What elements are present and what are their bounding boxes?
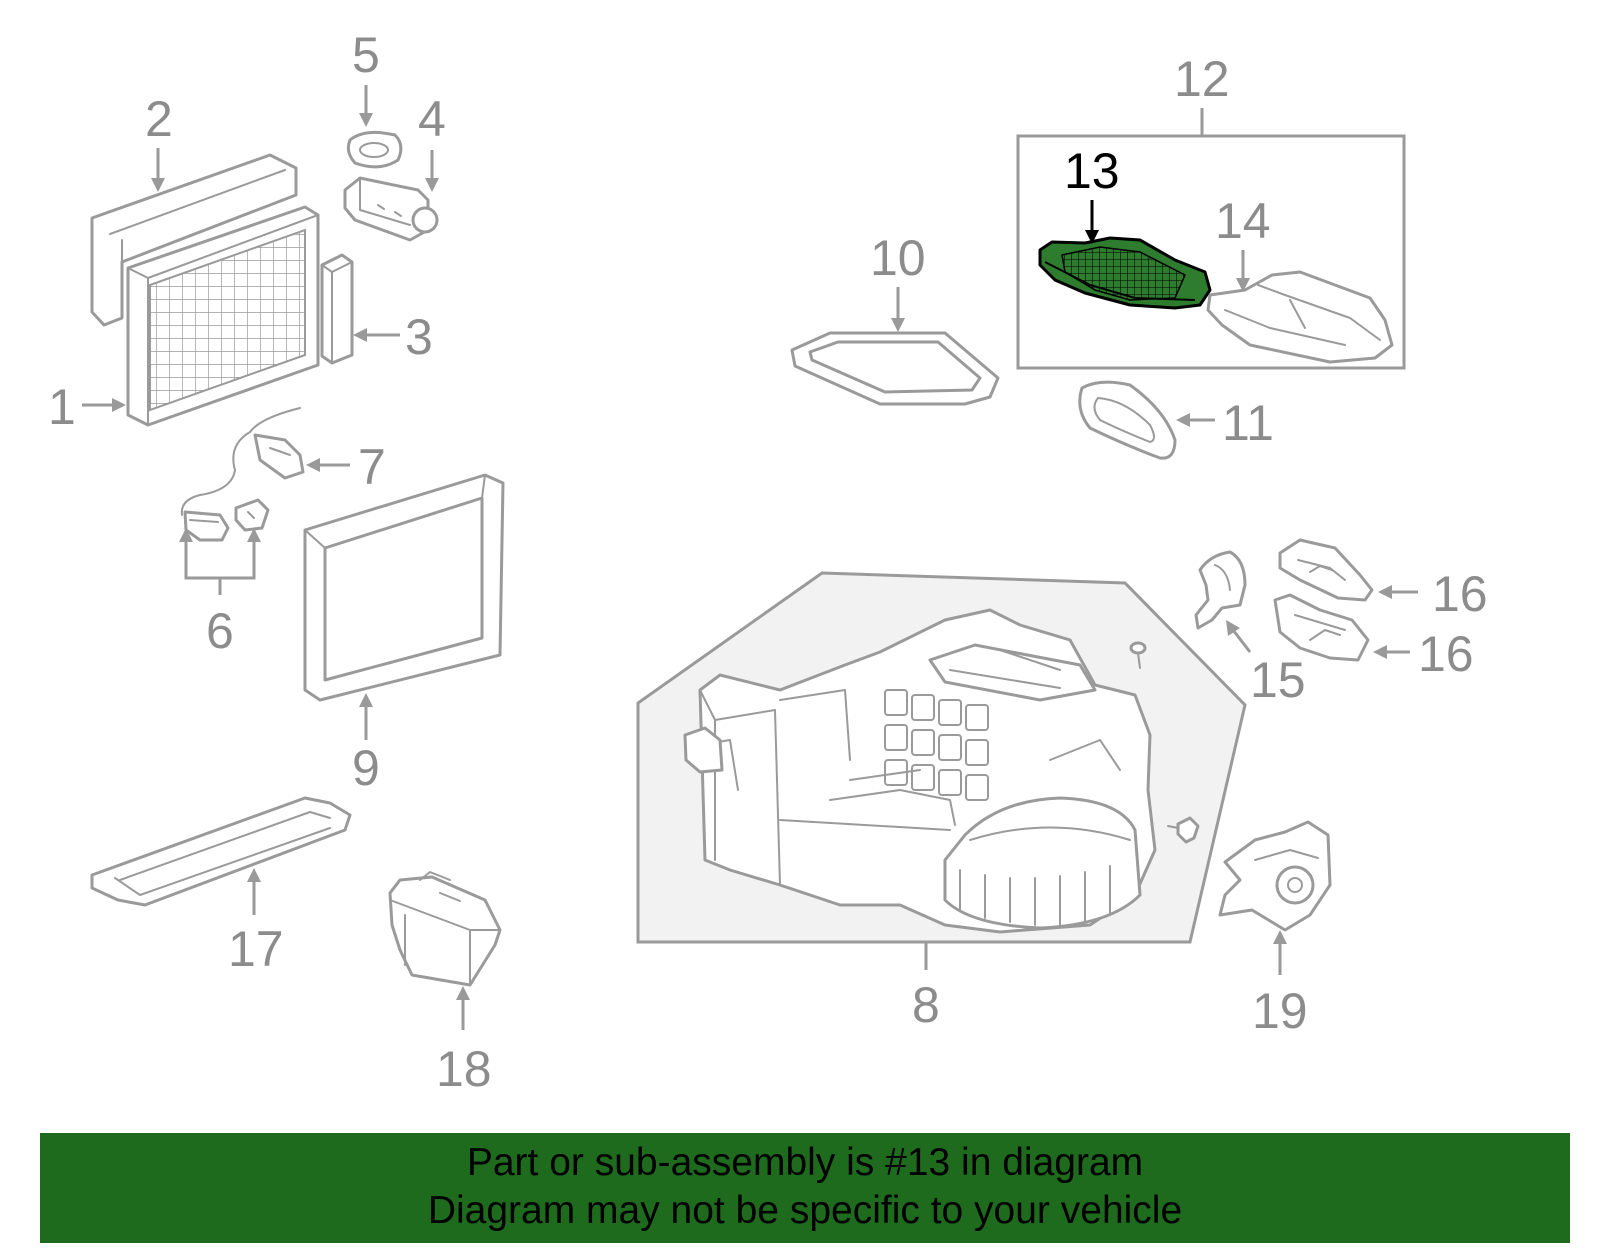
callout-6: 6	[206, 603, 234, 659]
part-14-filter-cover	[1206, 270, 1394, 364]
part-16-mode-actuator-upper	[1278, 538, 1374, 602]
part-19-actuator	[1218, 820, 1332, 932]
callout-18: 18	[436, 1041, 492, 1097]
callout-3: 3	[405, 309, 433, 365]
callout-9: 9	[352, 740, 380, 796]
callout-4: 4	[418, 91, 446, 147]
banner-line-2: Diagram may not be specific to your vehi…	[427, 1189, 1183, 1232]
part-13-cabin-air-filter	[1038, 236, 1212, 310]
info-banner: Part or sub-assembly is #13 in diagram D…	[40, 1133, 1570, 1243]
part-8-heater-unit	[636, 571, 1247, 944]
box-12-filter-housing	[1016, 134, 1406, 370]
callout-2: 2	[145, 91, 173, 147]
part-7-thermistor	[180, 407, 305, 516]
screw-upper	[1129, 641, 1147, 669]
callout-1: 1	[48, 379, 76, 435]
screw-lower	[1167, 816, 1200, 844]
part-11-seal	[1078, 380, 1177, 460]
part-10-gasket	[790, 331, 1000, 406]
callout-7: 7	[358, 439, 386, 495]
callout-12: 12	[1174, 51, 1230, 107]
callout-13-highlighted: 13	[1064, 143, 1120, 199]
part-4-expansion-valve	[343, 176, 439, 242]
callout-16-lower: 16	[1418, 626, 1474, 682]
callout-14: 14	[1215, 193, 1271, 249]
callout-numbers: 1 2 3 4 5 6 7 8 9 10 11 12 13 14 15 16 1…	[48, 27, 1488, 1097]
part-2-evaporator-cover	[90, 153, 298, 327]
callout-15: 15	[1250, 652, 1306, 708]
part-3-seal	[320, 253, 354, 365]
callout-11: 11	[1222, 395, 1274, 451]
callout-5: 5	[352, 27, 380, 83]
part-5-oring	[346, 130, 403, 169]
part-15-duct	[1194, 550, 1247, 630]
part-18-blower-resistor	[388, 871, 502, 987]
callout-17: 17	[228, 921, 284, 977]
part-6-connectors	[183, 498, 270, 542]
callout-10: 10	[870, 230, 926, 286]
part-1-evaporator-core	[126, 205, 320, 427]
callout-19: 19	[1252, 983, 1308, 1039]
callout-16-upper: 16	[1432, 566, 1488, 622]
leader-lines	[82, 85, 1418, 1030]
part-16-mode-actuator-lower	[1273, 593, 1370, 662]
part-9-gasket-frame	[303, 473, 505, 702]
callout-8: 8	[912, 977, 940, 1033]
part-17-drain-pan	[90, 796, 352, 907]
banner-line-1: Part or sub-assembly is #13 in diagram	[466, 1141, 1144, 1184]
